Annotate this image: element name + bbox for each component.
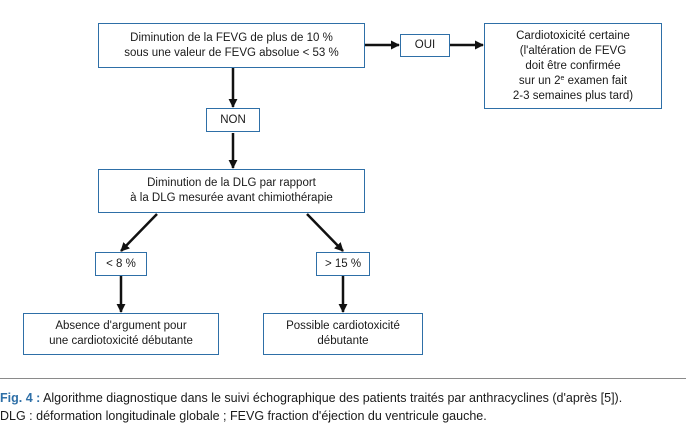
box-fevg-line2: sous une valeur de FEVG absolue < 53 % <box>124 46 339 59</box>
label-non-text: NON <box>220 113 246 126</box>
box-possible-cardiotoxicity: Possible cardiotoxicité débutante <box>263 313 423 355</box>
label-high: > 15 % <box>316 252 370 276</box>
arrow-dlg-to-low <box>120 213 158 252</box>
box-fevg-line1: Diminution de la FEVG de plus de 10 % <box>130 31 333 44</box>
box-dlg-line1: Diminution de la DLG par rapport <box>147 177 316 189</box>
box-certain-line4-pre: sur un 2 <box>518 74 561 87</box>
label-high-text: > 15 % <box>324 257 362 270</box>
caption-line1-text: Algorithme diagnostique dans le suivi éc… <box>40 391 623 405</box>
box-certain-cardiotoxicity: Cardiotoxicité certaine (l'altération de… <box>484 23 662 109</box>
box-possible-line1: Possible cardiotoxicité <box>286 320 400 332</box>
label-oui: OUI <box>400 34 450 57</box>
figure-caption: Fig. 4 : Algorithme diagnostique dans le… <box>0 389 686 425</box>
box-dlg-decrease: Diminution de la DLG par rapport à la DL… <box>98 169 365 213</box>
box-certain-line3: doit être confirmée <box>525 59 621 72</box>
arrow-dlg-to-high <box>306 213 344 252</box>
box-absence-line2: une cardiotoxicité débutante <box>49 335 193 347</box>
box-absence-argument: Absence d'argument pour une cardiotoxici… <box>23 313 219 355</box>
box-absence-line1: Absence d'argument pour <box>55 320 187 332</box>
connectors <box>116 40 484 313</box>
box-certain-line4-sup: e <box>560 74 565 82</box>
box-certain-line1: Cardiotoxicité certaine <box>516 29 630 42</box>
caption-fig-label: Fig. 4 : <box>0 391 41 405</box>
label-low-text: < 8 % <box>106 257 136 270</box>
caption-line2: DLG : déformation longitudinale globale … <box>0 409 487 423</box>
label-low: < 8 % <box>95 252 147 276</box>
caption-line1: Fig. 4 : Algorithme diagnostique dans le… <box>0 389 686 407</box>
box-certain-line4-post: examen fait <box>564 74 628 87</box>
label-oui-text: OUI <box>414 39 436 51</box>
box-fevg-decrease: Diminution de la FEVG de plus de 10 % so… <box>98 23 365 68</box>
box-certain-line5: 2-3 semaines plus tard) <box>512 89 634 102</box>
box-certain-line2: (l'altération de FEVG <box>519 44 627 57</box>
caption-separator <box>0 378 686 379</box>
box-dlg-line2: à la DLG mesurée avant chimiothérapie <box>130 192 333 204</box>
label-non: NON <box>206 108 260 132</box>
box-possible-line2: débutante <box>317 335 369 347</box>
box-certain-line4: sur un 2e examen fait <box>513 74 633 89</box>
